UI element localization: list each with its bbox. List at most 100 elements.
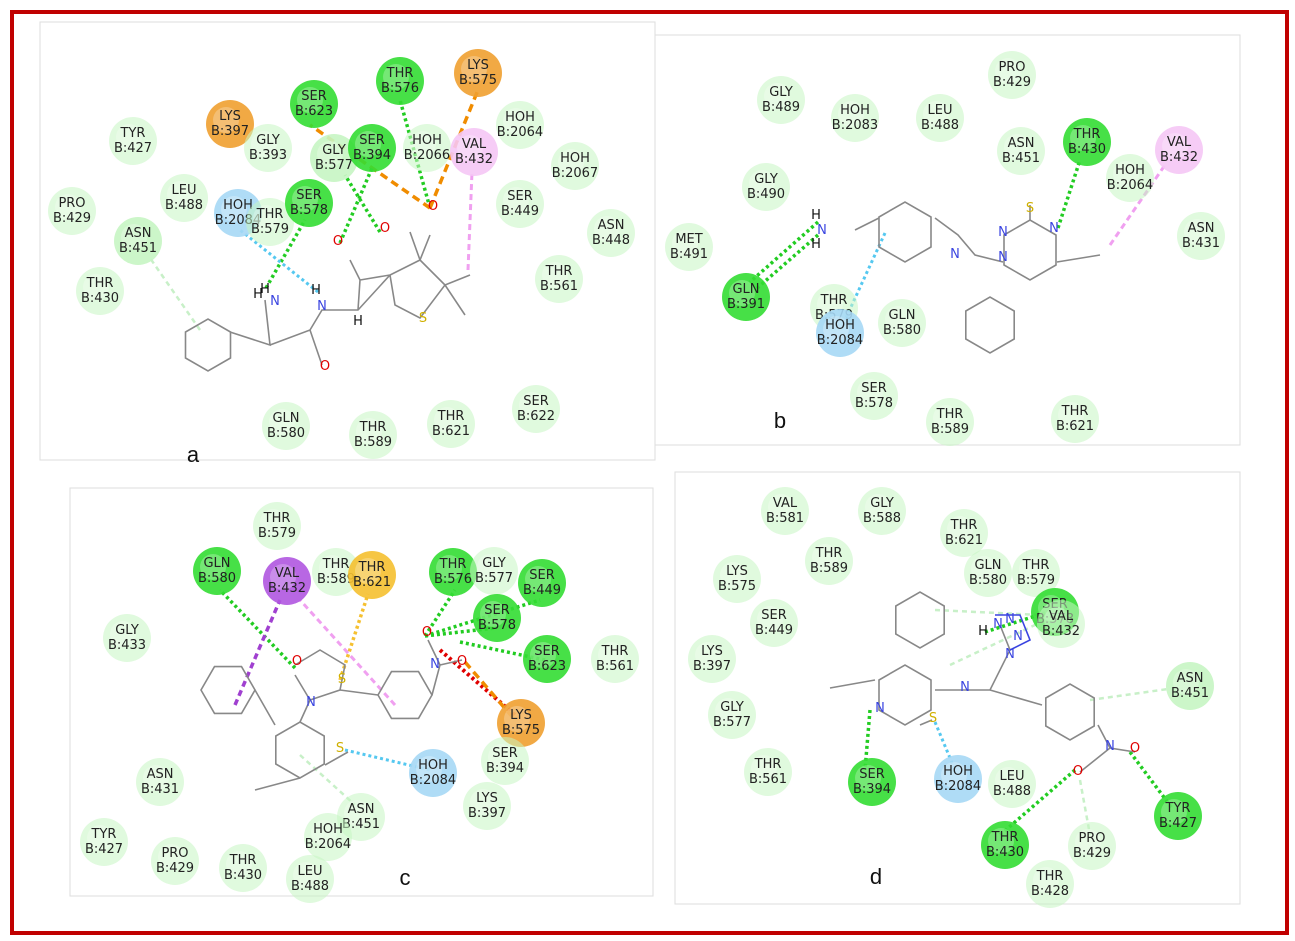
residue-id: B:394 <box>853 782 891 797</box>
residue-disc-highlight <box>1173 669 1199 695</box>
residue-name: SER <box>296 188 322 203</box>
atom-label: N <box>1005 612 1015 627</box>
residue-disc-highlight <box>768 494 794 520</box>
residue-name: LYS <box>726 564 748 579</box>
residue-id: B:394 <box>486 761 524 776</box>
residue-id: B:588 <box>863 511 901 526</box>
residue-disc-highlight <box>751 755 777 781</box>
residue-disc-highlight <box>838 101 864 127</box>
residue-name: SER <box>534 644 560 659</box>
ligand-skeleton <box>229 231 471 366</box>
hbond-line <box>753 233 820 292</box>
residue-name: HOH <box>223 198 253 213</box>
residue-name: THR <box>991 830 1019 845</box>
residue-id: B:2084 <box>410 773 456 788</box>
residue-id: B:391 <box>727 297 765 312</box>
panel-c-label: c <box>400 865 411 890</box>
residue-disc <box>981 821 1029 869</box>
residue-disc-highlight <box>525 566 551 592</box>
atom-label: H <box>311 283 321 298</box>
residue-id: B:394 <box>353 148 391 163</box>
residue-disc <box>1155 126 1203 174</box>
residue-id: B:397 <box>211 124 249 139</box>
atom-label: S <box>336 741 344 756</box>
atom-label: N <box>960 680 970 695</box>
residue-name: THR <box>950 518 978 533</box>
residue-name: THR <box>359 420 387 435</box>
hbond-line <box>748 220 820 284</box>
residue-name: LEU <box>172 183 197 198</box>
residue-id: B:432 <box>1160 150 1198 165</box>
residue-id: B:451 <box>119 241 157 256</box>
atom-label: H <box>811 237 821 252</box>
atom-label: H <box>260 282 270 297</box>
residue-name: HOH <box>560 151 590 166</box>
residue-name: THR <box>936 407 964 422</box>
residue-disc-highlight <box>764 83 790 109</box>
residue-name: VAL <box>773 496 798 511</box>
atom-label: O <box>1130 741 1140 756</box>
residue-disc <box>988 51 1036 99</box>
residue-id: B:621 <box>353 575 391 590</box>
residue-name: GLY <box>754 172 778 187</box>
residue-id: B:589 <box>317 572 355 587</box>
residue-id: B:449 <box>501 204 539 219</box>
residue-disc <box>551 142 599 190</box>
residue-name: THR <box>358 560 386 575</box>
residue-disc-highlight <box>226 851 252 877</box>
residue-disc <box>535 255 583 303</box>
residue-id: B:581 <box>766 511 804 526</box>
residue-disc-highlight <box>121 224 147 250</box>
residue-disc-highlight <box>355 131 381 157</box>
atom-label: N <box>317 299 327 314</box>
residue-id: B:451 <box>1171 686 1209 701</box>
residue-name: PRO <box>1078 831 1105 846</box>
residue-disc <box>348 551 396 599</box>
residue-name: GLN <box>974 558 1001 573</box>
residue-disc-highlight <box>251 131 277 157</box>
residue-disc-highlight <box>1162 133 1188 159</box>
residue-id: B:580 <box>198 571 236 586</box>
residue-name: ASN <box>1188 221 1215 236</box>
residue-name: TYR <box>1165 801 1191 816</box>
residue-disc-highlight <box>143 765 169 791</box>
residue-disc-highlight <box>87 825 113 851</box>
residue-id: B:432 <box>455 152 493 167</box>
residue-name: GLN <box>732 282 759 297</box>
residue-id: B:429 <box>1073 846 1111 861</box>
residue-disc <box>916 94 964 142</box>
ligand-phenyl-ring <box>965 296 1015 354</box>
residue-id: B:430 <box>1068 142 1106 157</box>
residue-name: GLN <box>888 308 915 323</box>
residue-disc <box>160 174 208 222</box>
residue-disc <box>151 837 199 885</box>
atom-label: O <box>422 625 432 640</box>
residue-name: ASN <box>598 218 625 233</box>
residue-disc-highlight <box>729 280 755 306</box>
ligand-pyrimidine-ring <box>878 664 932 726</box>
residue-disc <box>1068 822 1116 870</box>
residue-disc-highlight <box>213 107 239 133</box>
residue-disc <box>348 124 396 172</box>
residue-disc <box>349 411 397 459</box>
